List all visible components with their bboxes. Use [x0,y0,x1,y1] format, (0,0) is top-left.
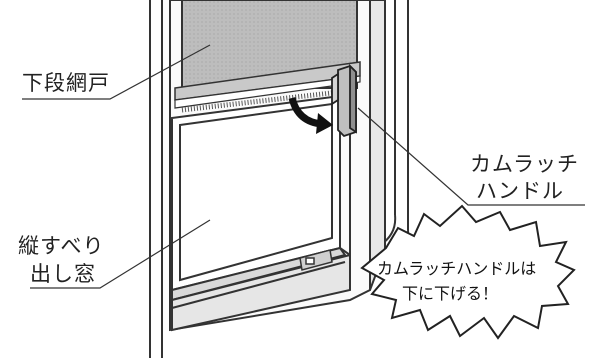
callout-bubble [360,204,576,340]
leader-lines [22,44,585,289]
callout-line1: カムラッチハンドルは [377,259,537,278]
window-label-line1: 縦すべり [18,234,105,258]
callout-line2: 下に下げる！ [402,284,499,303]
lower-screen-label: 下段網戸 [22,71,110,95]
lower-screen [174,0,361,113]
latch-keeper [299,249,333,271]
window-label-line2: 出し窓 [30,262,96,286]
rotate-down-arrow-icon [288,96,333,134]
cam-handle-label-line2: ハンドル [476,179,564,203]
cam-handle-label-line1: カムラッチ [470,152,579,176]
cam-latch-handle [331,63,357,138]
